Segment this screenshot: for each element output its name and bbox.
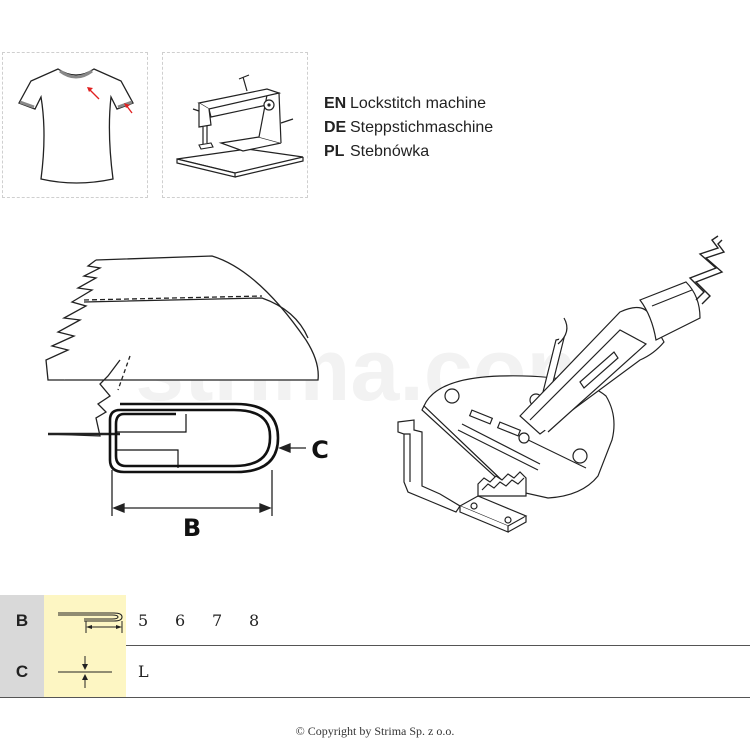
- red-arrow-neck: [87, 87, 100, 100]
- label-b: B: [183, 514, 201, 542]
- machine-name: Steppstichmaschine: [350, 119, 494, 136]
- size-value: 6: [175, 611, 186, 630]
- size-value: 8: [249, 611, 260, 630]
- copyright-notice: © Copyright by Strima Sp. z o.o.: [295, 724, 455, 738]
- row-letter: C: [0, 646, 44, 697]
- folder-attachment: [421, 235, 726, 499]
- fabric-fold: [45, 255, 319, 437]
- machine-type-pl: PL Stebnówka: [324, 140, 493, 164]
- size-values: L: [138, 646, 175, 697]
- presser-foot: [397, 419, 461, 513]
- red-arrow-sleeve: [124, 103, 133, 114]
- width-measure-icon: [44, 595, 126, 646]
- dimension-b: [111, 470, 273, 516]
- language-code: DE: [324, 119, 347, 136]
- size-value: 5: [138, 611, 149, 630]
- fold-hook: [108, 402, 280, 474]
- machine-name: Lockstitch machine: [350, 95, 487, 112]
- sewing-machine-icon: [176, 74, 304, 178]
- size-row-b: B 5 6 7 8: [0, 594, 750, 646]
- size-value: 7: [212, 611, 223, 630]
- size-row-c: C L: [0, 646, 750, 698]
- language-code: PL: [324, 143, 345, 160]
- size-table: B 5 6 7 8 C: [0, 594, 750, 698]
- size-values: 5 6 7 8: [138, 595, 286, 646]
- dimension-c-arrow: [278, 443, 306, 453]
- machine-thumbnail: [162, 52, 308, 198]
- label-c: C: [311, 436, 329, 464]
- thickness-measure-icon: [44, 646, 126, 697]
- language-code: EN: [324, 95, 347, 112]
- feed-dog: [458, 471, 528, 533]
- folder-diagram: strima.com B C: [45, 235, 726, 542]
- machine-name: Stebnówka: [350, 143, 430, 160]
- row-letter: B: [0, 595, 44, 646]
- garment-thumbnail: [2, 52, 148, 198]
- tshirt-icon: [18, 68, 134, 184]
- size-value: L: [138, 662, 149, 681]
